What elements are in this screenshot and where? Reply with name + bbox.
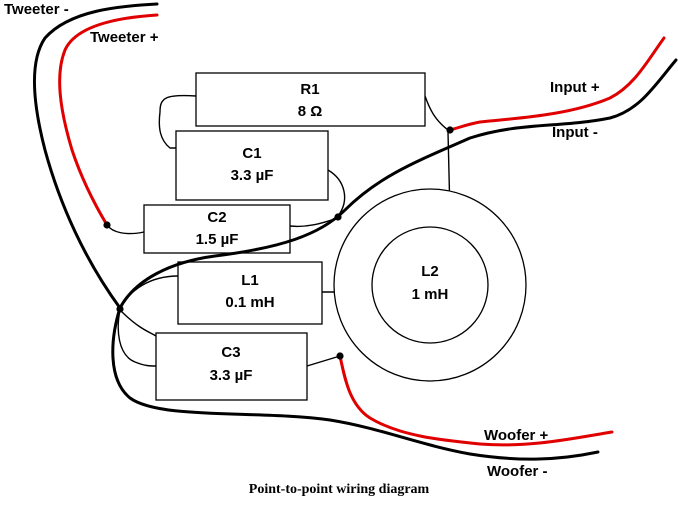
node-ground [116,305,124,313]
label-woofer-plus: Woofer + [484,427,549,444]
node-c2-c1 [334,213,342,221]
solder-nodes [103,126,454,360]
label-woofer-minus: Woofer - [487,463,548,480]
inductor-l2: L2 1 mH [333,188,527,382]
c1-name: C1 [242,145,261,162]
lead-c2-left [106,224,145,235]
c3-name: C3 [221,344,240,361]
input-plus-wire [448,36,666,132]
inductor-l1: L1 0.1 mH [177,261,323,325]
input-minus-wire [118,58,678,310]
label-input-plus: Input + [550,79,600,96]
l2-name: L2 [421,263,439,280]
c2-name: C2 [207,209,226,226]
lead-r1-right [424,95,449,131]
resistor-r1: R1 8 Ω [195,72,426,127]
c2-value: 1.5 µF [196,231,239,248]
main-wires [33,2,678,461]
lead-r1-left [158,94,197,149]
capacitor-c3: C3 3.3 µF [155,332,308,401]
capacitor-c1: C1 3.3 µF [175,130,329,201]
tweeter-plus-wire [58,13,159,227]
lead-ground-top [119,309,157,337]
node-woofer-plus [336,352,344,360]
r1-name: R1 [300,81,319,98]
capacitor-c2: C2 1.5 µF [143,204,291,254]
l2-inner-ring [371,226,489,344]
label-tweeter-minus: Tweeter - [4,1,69,18]
label-tweeter-plus: Tweeter + [90,29,159,46]
lead-c3-left [117,309,157,367]
node-input [446,126,454,134]
c1-value: 3.3 µF [231,167,274,184]
lead-c3-right [306,355,341,367]
woofer-plus-wire [338,354,614,447]
l1-name: L1 [241,272,259,289]
r1-value: 8 Ω [298,103,323,120]
lead-l1-left [119,275,179,309]
terminal-labels: Tweeter - Tweeter + Input + Input - Woof… [4,1,600,480]
l1-value: 0.1 mH [225,294,274,311]
node-tweeter-plus [103,221,111,229]
l2-value: 1 mH [412,286,449,303]
c3-value: 3.3 µF [210,367,253,384]
label-input-minus: Input - [552,124,598,141]
tweeter-minus-wire [33,2,600,461]
diagram-caption: Point-to-point wiring diagram [248,482,430,497]
lead-c1-right [327,169,346,217]
